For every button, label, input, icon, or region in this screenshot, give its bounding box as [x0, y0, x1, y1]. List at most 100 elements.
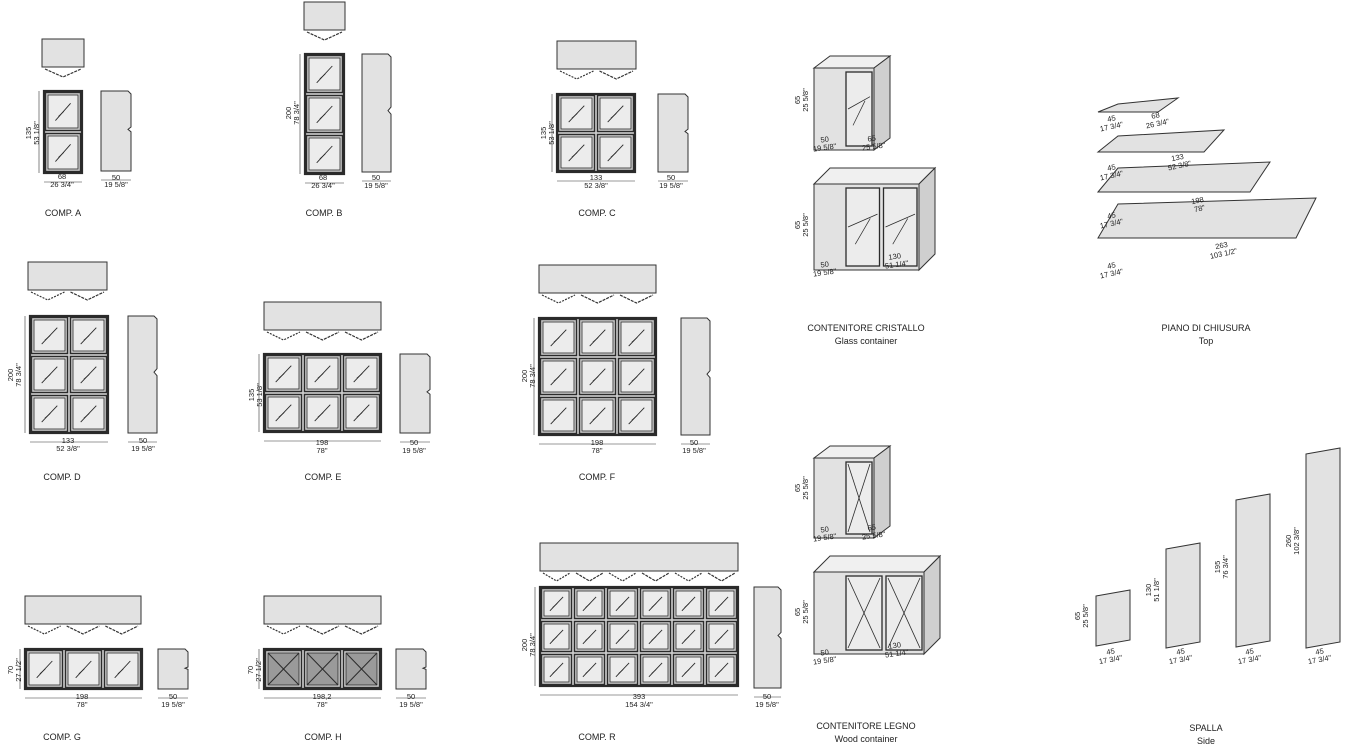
glass-reflection-line	[117, 668, 124, 675]
plan-top-slab	[263, 595, 382, 625]
comp-g-width-in: 78"	[76, 700, 87, 709]
side-view-panel	[361, 53, 392, 173]
door-swing-line	[580, 294, 615, 304]
door-panel	[305, 94, 344, 134]
side-2-height-in: 51 1/8"	[1152, 578, 1161, 602]
comp-f-width-in: 78"	[591, 446, 602, 455]
door-frame	[30, 394, 69, 433]
door-frame	[69, 394, 108, 433]
side-view-panel	[657, 93, 689, 173]
glass-reflection-line	[684, 636, 690, 641]
glass-reflection-line	[44, 374, 51, 380]
door-swing-line	[66, 625, 100, 635]
comp-d-width-in: 52 3/8"	[56, 444, 80, 453]
door-panel	[25, 649, 64, 689]
glass-shelf-line	[847, 96, 871, 110]
top-3-width-in: 78"	[1193, 203, 1206, 214]
side-2-depth: 45	[1176, 646, 1186, 656]
comp-h-height-in: 27 1/2"	[254, 658, 263, 682]
top-1-depth: 45	[1106, 113, 1116, 124]
box-top-face	[812, 555, 942, 573]
plan-top-slab	[538, 264, 657, 294]
glass-shelf-line	[885, 213, 916, 228]
glass-reflection-line	[618, 636, 624, 641]
labels-layer: COMP. A 68 26 3/4" 135 53 1/8" 50 19 5/8…	[6, 88, 1332, 746]
door-frame	[264, 393, 303, 432]
side-3-depth: 45	[1245, 646, 1255, 656]
top-slab	[1097, 97, 1180, 113]
glass-reflection-line	[553, 376, 560, 382]
comp-a-label: COMP. A	[45, 208, 81, 218]
door-panel	[303, 354, 342, 393]
door-frame	[342, 393, 381, 432]
glass-reflection-line	[278, 412, 285, 418]
door-swing-line	[30, 291, 65, 301]
glass-reflection-line	[553, 415, 560, 421]
door-panel	[303, 393, 342, 432]
glass-reflection-line	[356, 412, 363, 418]
wood-large-height-in: 25 5/8"	[801, 600, 810, 624]
door-panel	[639, 620, 672, 653]
glass-reflection-line	[83, 413, 90, 419]
glass-small-width: 65	[867, 133, 877, 143]
top-2-depth: 45	[1106, 162, 1116, 173]
door-frame	[617, 396, 656, 435]
box-side-face	[873, 55, 891, 151]
door-panel	[672, 620, 705, 653]
composition-r	[534, 542, 782, 698]
glass-reflection-line	[319, 73, 326, 80]
wood-cross-line	[267, 652, 300, 686]
side-panel-drawings	[1095, 447, 1341, 649]
glass-reflection-line	[585, 636, 591, 641]
door-frame	[30, 316, 69, 355]
box-side-face	[923, 554, 941, 656]
door-frame	[69, 355, 108, 394]
glass-large-depth: 50	[820, 259, 830, 269]
door-frame	[557, 133, 596, 172]
composition-c	[551, 40, 689, 182]
door-swing-line	[608, 572, 637, 582]
glass-door	[845, 187, 881, 267]
comp-g-depth: 50	[169, 692, 177, 701]
side-subtitle: Side	[1197, 736, 1215, 746]
door-swing-line	[344, 331, 379, 341]
side-3-depth-in: 17 3/4"	[1237, 653, 1262, 666]
glass-small-depth: 50	[820, 134, 830, 144]
door-frame	[705, 653, 738, 686]
glass-large-width: 130	[888, 251, 902, 262]
glass-reflection-line	[58, 152, 64, 158]
door-panel	[705, 653, 738, 686]
door-frame	[573, 653, 606, 686]
comp-c-label: COMP. C	[578, 208, 616, 218]
comp-r-depth-in: 19 5/8"	[755, 700, 779, 709]
door-panel	[264, 354, 303, 393]
door-panel	[342, 354, 381, 393]
door-panel	[705, 587, 738, 620]
comp-c-width-in: 52 3/8"	[584, 181, 608, 190]
comp-e-label: COMP. E	[305, 472, 342, 482]
comp-r-width: 393	[633, 692, 646, 701]
door-frame	[672, 620, 705, 653]
door-swing-line	[599, 70, 634, 80]
door-panel	[672, 653, 705, 686]
door-panel	[44, 91, 82, 132]
door-frame	[540, 653, 573, 686]
door-frame	[303, 354, 342, 393]
door-frame	[639, 620, 672, 653]
top-1-depth-in: 17 3/4"	[1099, 120, 1124, 134]
glass-reflection-line	[717, 669, 723, 674]
door-swing-line	[44, 68, 82, 78]
door-frame	[540, 620, 573, 653]
comp-h-depth: 50	[407, 692, 415, 701]
door-panel	[539, 396, 578, 435]
glass-container-subtitle: Glass container	[835, 336, 898, 346]
glass-door	[882, 187, 918, 267]
door-frame	[539, 318, 578, 357]
comp-h-depth-in: 19 5/8"	[399, 700, 423, 709]
door-frame	[303, 393, 342, 432]
comp-e-depth-in: 19 5/8"	[402, 446, 426, 455]
glass-reflection-line	[553, 337, 560, 343]
comp-a-height-in: 53 1/8"	[32, 121, 41, 145]
door-frame	[539, 396, 578, 435]
door-panel	[30, 355, 69, 394]
